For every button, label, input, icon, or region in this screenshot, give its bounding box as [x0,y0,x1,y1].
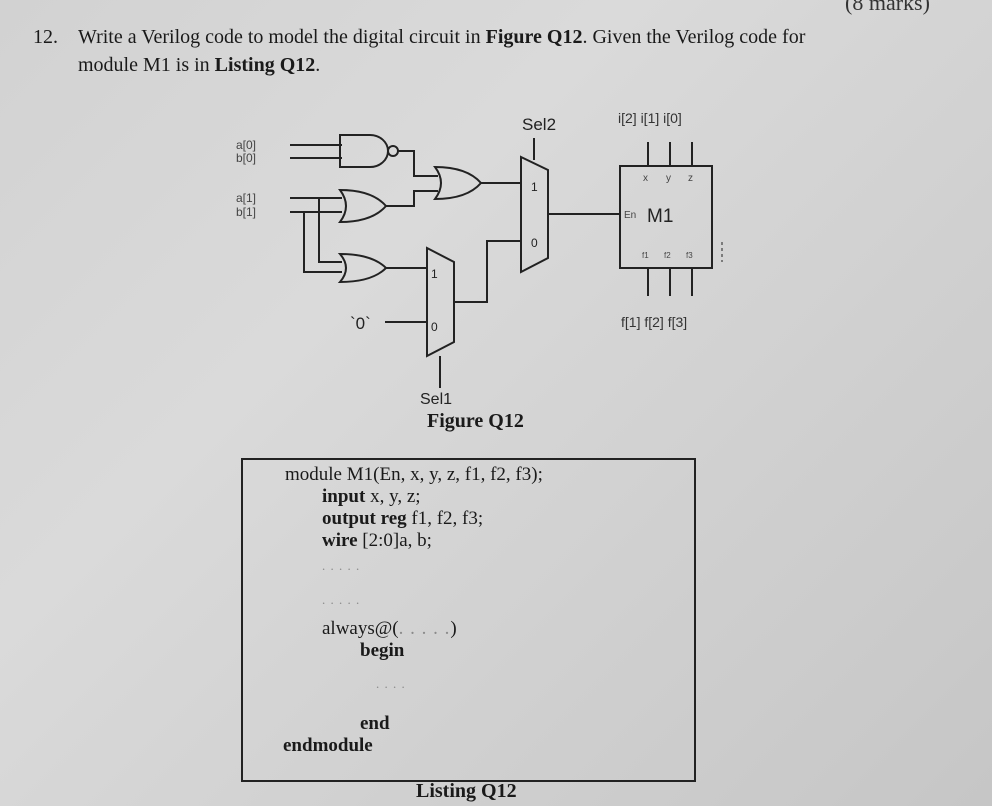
label-a0: a[0] [236,138,256,152]
port-x-label: x [643,173,648,184]
code-dots-1: . . . . . [322,558,361,573]
code-line-input: input x, y, z; [322,486,421,507]
label-b0: b[0] [236,151,256,165]
mux2-in1-label: 1 [531,180,538,194]
port-f2-label: f2 [664,251,671,260]
port-en-label: En [624,210,636,221]
mux1 [426,246,455,358]
mux1-in0-label: 0 [431,320,438,334]
wire-mux1-to-mux2 [454,240,521,303]
wire-a1-branch [318,198,342,263]
listing-caption: Listing Q12 [416,780,517,802]
question-text-line2: module M1 is in Listing Q12. [78,54,321,76]
or-gate-right [433,165,483,201]
nand-gate [339,134,389,168]
label-constant-zero: `0` [350,314,371,333]
mux2-in0-label: 0 [531,236,538,250]
question-text-line1: Write a Verilog code to model the digita… [78,26,806,48]
code-dots-3: . . . . [376,676,406,691]
m1-name: M1 [647,206,673,227]
mux1-in1-label: 1 [431,267,438,281]
code-line-endmodule: endmodule [283,735,373,756]
code-dots-2: . . . . . [322,592,361,607]
label-b1: b[1] [236,205,256,219]
marks-indicator: (8 marks) [845,0,930,15]
code-line-module: module M1(En, x, y, z, f1, f2, f3); [285,464,543,485]
figure-ref: Figure Q12 [485,26,583,48]
port-f1-label: f1 [642,251,649,260]
or-gate-middle [338,188,388,224]
listing-box [241,458,696,782]
code-line-end: end [360,713,390,734]
code-line-wire: wire [2:0]a, b; [322,530,432,551]
nand-bubble [387,145,399,157]
mux2 [520,155,549,274]
listing-ref: Listing Q12 [214,54,316,76]
code-line-output: output reg f1, f2, f3; [322,508,484,529]
label-f-outputs: f[1] f[2] f[3] [621,314,687,330]
label-a1: a[1] [236,191,256,205]
code-line-begin: begin [360,640,405,661]
label-sel2: Sel2 [522,115,556,134]
wire-b1-branch [303,212,342,273]
figure-caption: Figure Q12 [427,410,524,432]
or-gate-lower [337,252,388,284]
port-y-label: y [666,173,671,184]
label-i-inputs: i[2] i[1] i[0] [618,110,682,126]
port-z-label: z [688,173,693,184]
code-line-always: always@(. . . . .) [322,618,457,639]
wire-nand-out [398,150,438,177]
label-sel1: Sel1 [420,391,452,408]
wire-or-middle-out [386,190,438,207]
port-f3-label: f3 [686,251,693,260]
m1-block [619,165,713,269]
question-number: 12. [33,26,58,48]
